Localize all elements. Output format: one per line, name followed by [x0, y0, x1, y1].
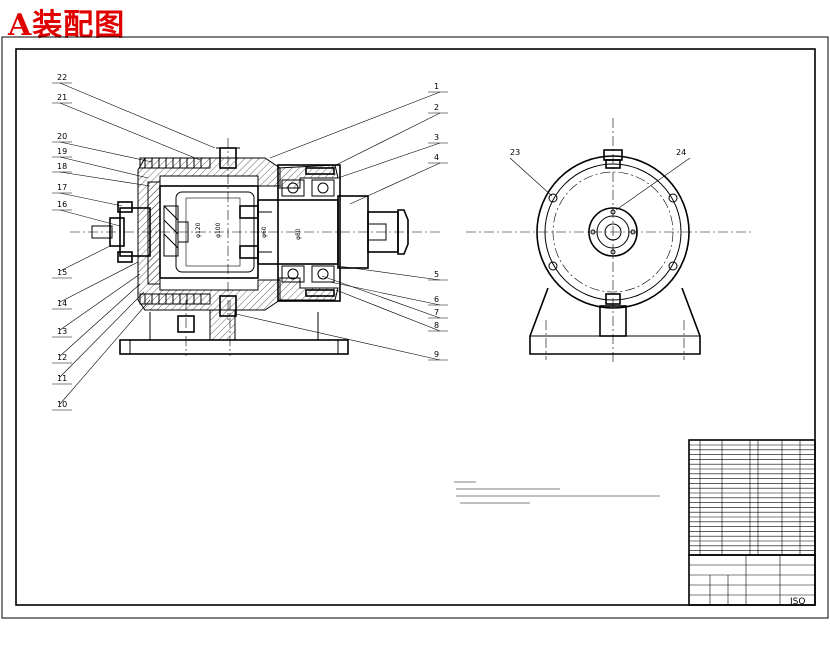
- label-6: 6: [434, 295, 439, 304]
- label-21: 21: [57, 93, 67, 102]
- label-10: 10: [57, 400, 67, 409]
- label-2: 2: [434, 103, 439, 112]
- label-15: 15: [57, 268, 67, 277]
- label-14: 14: [57, 299, 67, 308]
- svg-text:φ80: φ80: [295, 228, 302, 240]
- technical-notes: [454, 481, 660, 504]
- part-labels: 22 21 20 19 18 17 16 15 14 13 12 11 10 1…: [57, 73, 686, 409]
- sheet-border: [1, 36, 829, 619]
- label-5: 5: [434, 270, 439, 279]
- label-11: 11: [57, 374, 67, 383]
- svg-text:φ60: φ60: [261, 226, 268, 238]
- label-16: 16: [57, 200, 67, 209]
- label-1: 1: [434, 82, 439, 91]
- side-view: [466, 118, 752, 362]
- label-18: 18: [57, 162, 67, 171]
- label-3: 3: [434, 133, 439, 142]
- label-19: 19: [57, 147, 67, 156]
- label-24: 24: [676, 148, 686, 157]
- frame-border: [15, 48, 816, 606]
- label-20: 20: [57, 132, 67, 141]
- parts-list: [688, 439, 816, 556]
- title-block: JSQ: [688, 554, 816, 607]
- label-7: 7: [434, 308, 439, 317]
- label-22: 22: [57, 73, 67, 82]
- label-9: 9: [434, 350, 439, 359]
- label-4: 4: [434, 153, 439, 162]
- svg-text:φ120: φ120: [195, 222, 202, 238]
- label-13: 13: [57, 327, 67, 336]
- label-17: 17: [57, 183, 67, 192]
- label-8: 8: [434, 321, 439, 330]
- label-12: 12: [57, 353, 67, 362]
- label-23: 23: [510, 148, 520, 157]
- drawing-number: JSQ: [789, 597, 805, 607]
- section-view: φ120 φ100 φ80: [52, 82, 448, 411]
- svg-text:φ100: φ100: [215, 222, 222, 238]
